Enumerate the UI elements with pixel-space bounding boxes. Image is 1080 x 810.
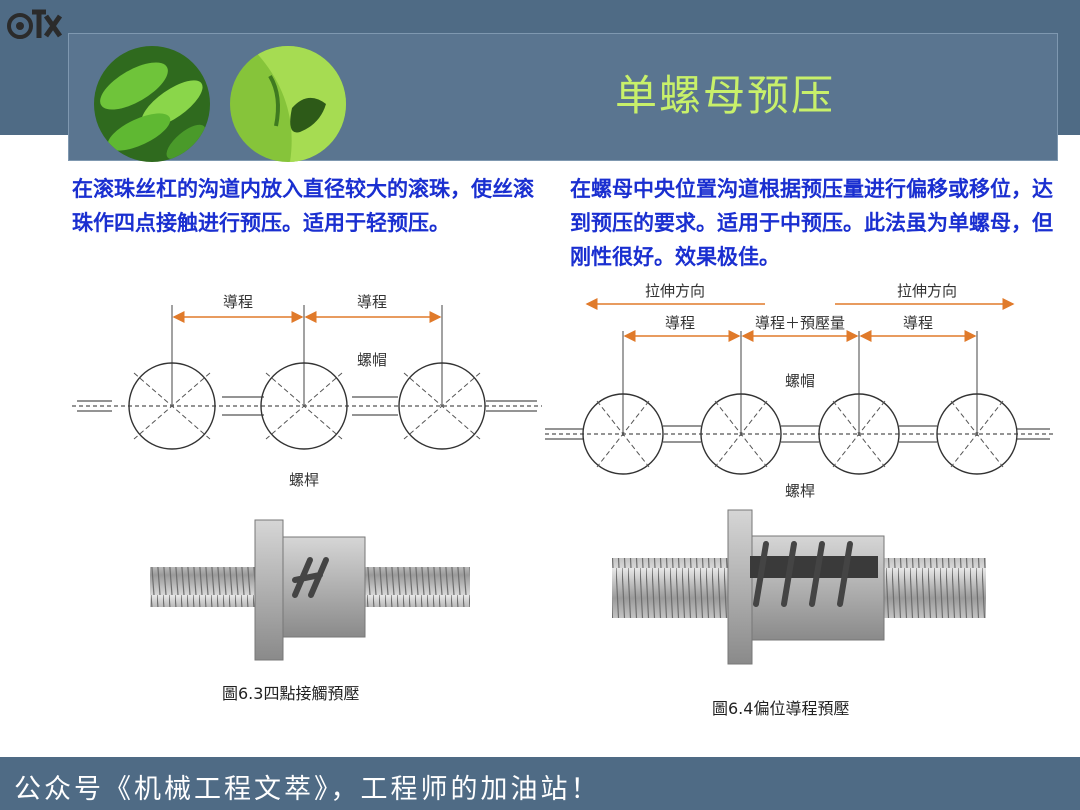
lead-label-2: 導程 [903,314,933,332]
nut-flange [254,519,284,661]
lead-label-1: 導程 [665,314,695,332]
offset-lead-diagram: 拉伸方向 拉伸方向 導程 導程＋預壓量 導程 螺帽 螺桿 [545,282,1055,500]
ball-1 [128,362,216,450]
four-point-contact-diagram: 導程 導程 螺帽 螺桿 [72,293,542,489]
nut-label: 螺帽 [357,351,387,369]
ball-3 [818,393,900,475]
footer-bar: 公众号《机械工程文萃》，工程师的加油站！ [0,757,1080,810]
ball-3 [398,362,486,450]
right-ballscrew-illustration [612,509,986,665]
screw-label: 螺桿 [785,482,815,500]
tension-label-1: 拉伸方向 [645,282,705,300]
return-tube-icon [753,541,853,607]
leaf-image-2 [230,46,346,162]
lead-label-2: 導程 [357,293,387,311]
ball-4 [936,393,1018,475]
screw-label: 螺桿 [289,471,319,489]
left-ballscrew-illustration [150,519,470,661]
nut-label: 螺帽 [785,372,815,390]
left-caption: 圖6.3四點接觸預壓 [222,684,360,703]
lead-label-1: 導程 [223,293,253,311]
lead-dimension-lines [622,330,978,436]
return-tube-icon [292,557,329,598]
lead-dimension-lines [171,305,443,405]
ball-1 [582,393,664,475]
right-description: 在螺母中央位置沟道根据预压量进行偏移或移位，达到预压的要求。适用于中预压。此法虽… [570,177,1053,269]
groove-profile [72,396,542,416]
footer-text: 公众号《机械工程文萃》，工程师的加油站！ [14,774,601,805]
logo-icon [7,9,62,39]
ball-2 [260,362,348,450]
nut-flange [727,509,753,665]
groove-profile [545,425,1055,443]
leaf-image-1 [94,46,210,162]
ball-2 [700,393,782,475]
right-caption: 圖6.4偏位導程預壓 [712,699,850,718]
tension-label-2: 拉伸方向 [897,282,957,300]
page-title: 单螺母预压 [614,71,835,120]
lead-preload-label: 導程＋預壓量 [755,314,845,332]
left-description: 在滚珠丝杠的沟道内放入直径较大的滚珠，使丝滚珠作四点接触进行预压。适用于轻预压。 [72,177,534,235]
